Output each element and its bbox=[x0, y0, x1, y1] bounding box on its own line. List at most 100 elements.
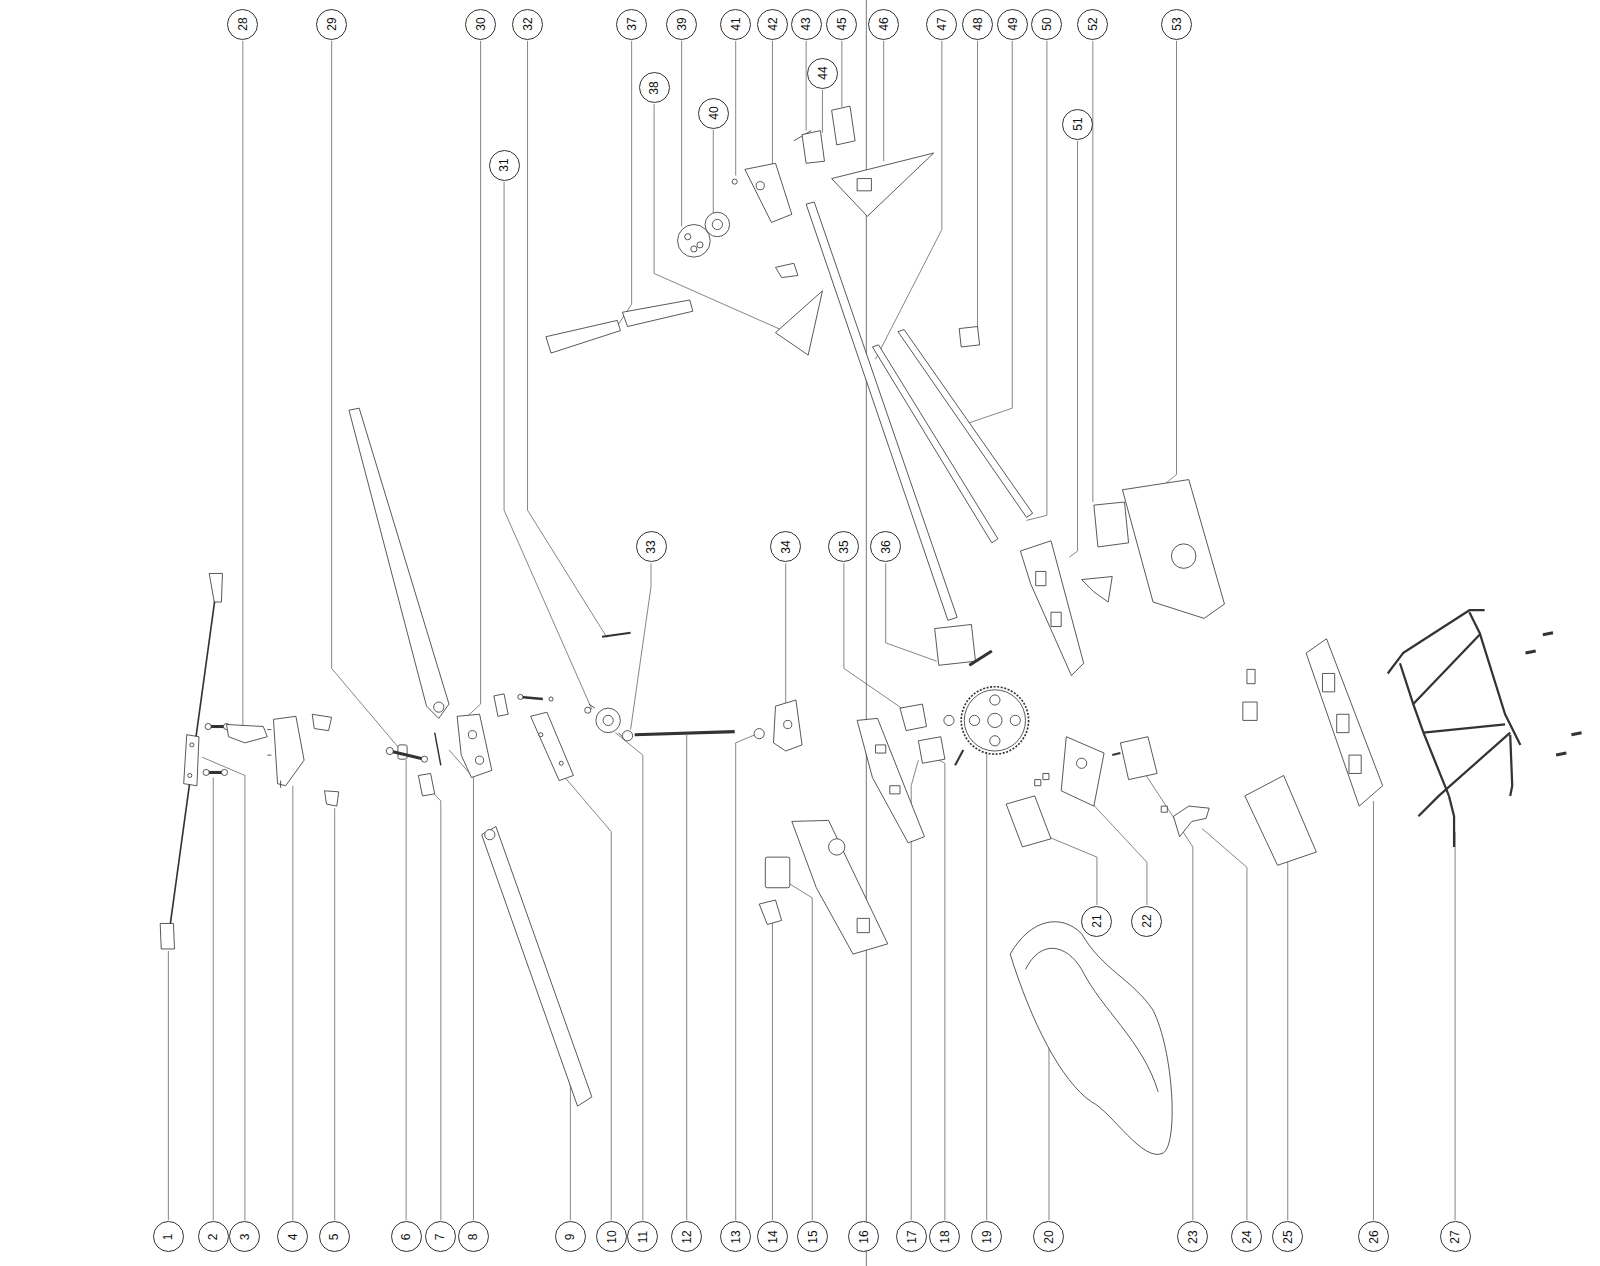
callout-circle: 9 bbox=[555, 1221, 586, 1252]
leader-lines bbox=[168, 41, 1455, 1221]
callout-number: 40 bbox=[707, 107, 719, 120]
callout-number: 38 bbox=[648, 81, 660, 94]
callout-circle: 14 bbox=[757, 1221, 788, 1252]
callout-number: 47 bbox=[936, 18, 948, 31]
callout-number: 32 bbox=[522, 18, 534, 31]
callout-number: 39 bbox=[676, 18, 688, 31]
callout-circle: 17 bbox=[896, 1221, 927, 1252]
small-parts bbox=[203, 624, 1383, 954]
callout-circle: 32 bbox=[512, 9, 543, 40]
callout-circle: 15 bbox=[797, 1221, 828, 1252]
callout-circle: 28 bbox=[227, 9, 258, 40]
callout-circle: 26 bbox=[1358, 1221, 1389, 1252]
callout-number: 25 bbox=[1282, 1230, 1294, 1243]
callout-circle: 45 bbox=[826, 9, 857, 40]
callout-circle: 47 bbox=[926, 9, 957, 40]
callout-number: 29 bbox=[326, 18, 338, 31]
callout-number: 41 bbox=[730, 18, 742, 31]
callout-number: 46 bbox=[878, 18, 890, 31]
callout-number: 8 bbox=[467, 1233, 479, 1240]
callout-circle: 29 bbox=[316, 9, 347, 40]
callout-circle: 18 bbox=[929, 1221, 960, 1252]
callout-circle: 22 bbox=[1131, 906, 1162, 937]
callout-number: 2 bbox=[207, 1233, 219, 1240]
callout-number: 13 bbox=[730, 1230, 742, 1243]
callout-number: 50 bbox=[1041, 18, 1053, 31]
callout-number: 37 bbox=[626, 18, 638, 31]
callout-circle: 33 bbox=[636, 531, 667, 562]
callout-number: 52 bbox=[1087, 18, 1099, 31]
callout-circle: 46 bbox=[868, 9, 899, 40]
flybar bbox=[160, 573, 222, 949]
landing-gear bbox=[1388, 610, 1521, 847]
callout-number: 27 bbox=[1449, 1230, 1461, 1243]
main-blades bbox=[349, 408, 592, 1106]
callout-number: 33 bbox=[645, 540, 657, 553]
callout-number: 20 bbox=[1043, 1230, 1055, 1243]
callout-circle: 40 bbox=[698, 98, 729, 129]
callout-circle: 48 bbox=[962, 9, 993, 40]
callout-circle: 1 bbox=[153, 1221, 184, 1252]
callout-number: 18 bbox=[939, 1230, 951, 1243]
callout-number: 45 bbox=[836, 18, 848, 31]
callout-number: 44 bbox=[816, 67, 828, 80]
callout-number: 35 bbox=[838, 540, 850, 553]
callout-number: 15 bbox=[806, 1230, 818, 1243]
screws bbox=[1525, 633, 1581, 755]
callout-circle: 36 bbox=[870, 531, 901, 562]
callout-number: 24 bbox=[1241, 1230, 1253, 1243]
callout-number: 12 bbox=[681, 1230, 693, 1243]
callout-circle: 35 bbox=[828, 531, 859, 562]
callout-number: 42 bbox=[766, 18, 778, 31]
callout-number: 30 bbox=[475, 18, 487, 31]
callout-circle: 50 bbox=[1031, 9, 1062, 40]
callout-circle: 2 bbox=[198, 1221, 229, 1252]
callout-number: 23 bbox=[1187, 1230, 1199, 1243]
callout-number: 48 bbox=[972, 18, 984, 31]
callout-circle: 4 bbox=[277, 1221, 308, 1252]
callout-number: 51 bbox=[1072, 118, 1084, 131]
callout-number: 6 bbox=[400, 1233, 412, 1240]
callout-circle: 3 bbox=[229, 1221, 260, 1252]
callout-circle: 20 bbox=[1033, 1221, 1064, 1252]
callout-number: 14 bbox=[766, 1230, 778, 1243]
callout-number: 22 bbox=[1141, 915, 1153, 928]
callout-circle: 38 bbox=[639, 72, 670, 103]
callout-number: 21 bbox=[1091, 915, 1103, 928]
callout-circle: 10 bbox=[596, 1221, 627, 1252]
callout-number: 7 bbox=[435, 1233, 447, 1240]
callout-circle: 21 bbox=[1081, 906, 1112, 937]
callout-number: 11 bbox=[637, 1231, 649, 1243]
callout-number: 53 bbox=[1171, 18, 1183, 31]
callout-number: 26 bbox=[1367, 1230, 1379, 1243]
callout-circle: 31 bbox=[489, 150, 520, 181]
callout-circle: 42 bbox=[757, 9, 788, 40]
callout-number: 10 bbox=[605, 1230, 617, 1243]
callout-circle: 8 bbox=[458, 1221, 489, 1252]
tail bbox=[546, 106, 1225, 675]
callout-number: 3 bbox=[239, 1233, 251, 1240]
callout-number: 31 bbox=[498, 159, 510, 172]
canopy bbox=[1010, 922, 1172, 1155]
callout-circle: 12 bbox=[671, 1221, 702, 1252]
callout-circle: 53 bbox=[1161, 9, 1192, 40]
callout-circle: 41 bbox=[720, 9, 751, 40]
canopy-detail bbox=[1026, 948, 1159, 1092]
callout-number: 5 bbox=[329, 1233, 341, 1240]
callout-circle: 7 bbox=[425, 1221, 456, 1252]
callout-number: 49 bbox=[1006, 18, 1018, 31]
callout-number: 16 bbox=[857, 1230, 869, 1243]
callout-circle: 24 bbox=[1231, 1221, 1262, 1252]
callout-number: 1 bbox=[162, 1233, 174, 1240]
callout-number: 9 bbox=[564, 1233, 576, 1240]
callout-number: 19 bbox=[981, 1230, 993, 1243]
callout-circle: 25 bbox=[1272, 1221, 1303, 1252]
callout-circle: 51 bbox=[1062, 109, 1093, 140]
callout-circle: 11 bbox=[627, 1221, 658, 1252]
callout-circle: 39 bbox=[666, 9, 697, 40]
callout-circle: 52 bbox=[1077, 9, 1108, 40]
callout-circle: 27 bbox=[1440, 1221, 1471, 1252]
callout-number: 43 bbox=[800, 18, 812, 31]
callout-circle: 5 bbox=[319, 1221, 350, 1252]
